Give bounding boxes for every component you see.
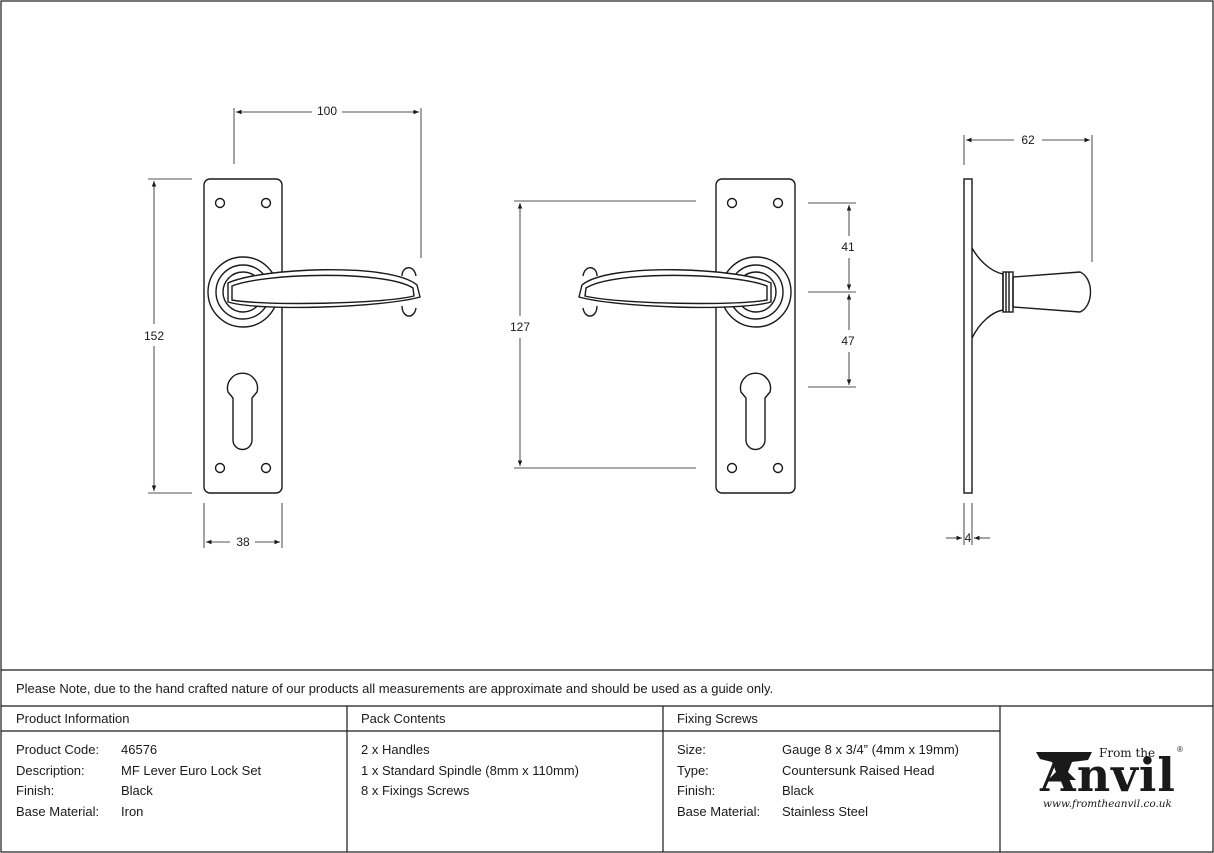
product-code-value: 46576 <box>121 742 158 757</box>
euro-cylinder-cutout-front <box>226 372 259 451</box>
screw-size-value: Gauge 8 x 3/4” (4mm x 19mm) <box>782 742 959 757</box>
screw-type-value: Countersunk Raised Head <box>782 763 935 778</box>
backplate-front <box>203 178 283 494</box>
screw-finish-label: Finish: <box>677 783 716 798</box>
product-code-label: Product Code: <box>16 742 100 757</box>
anvil-logo-icon <box>1036 752 1092 780</box>
dimension-spindle-to-cylinder: 47 <box>841 334 855 348</box>
dimension-lever-projection: 100 <box>317 104 337 118</box>
base-material-value: Iron <box>121 804 144 819</box>
pack-item: 1 x Standard Spindle (8mm x 110mm) <box>361 763 579 778</box>
description-label: Description: <box>16 763 85 778</box>
dimension-fixing-centres: 127 <box>510 320 530 334</box>
backplate-rear <box>715 178 796 494</box>
front-view <box>148 108 422 548</box>
screw-type-label: Type: <box>677 763 709 778</box>
logo-from-the: From the <box>1099 746 1156 760</box>
lever-front <box>227 269 421 309</box>
lever-tip-front <box>401 267 417 317</box>
screw-size-label: Size: <box>677 742 706 757</box>
dimension-plate-thickness: 4 <box>965 531 972 545</box>
screw-material-value: Stainless Steel <box>782 804 868 819</box>
backplate-side <box>963 178 973 494</box>
pack-contents-title: Pack Contents <box>361 711 446 726</box>
measurement-note: Please Note, due to the hand crafted nat… <box>16 681 774 696</box>
screw-material-label: Base Material: <box>677 804 761 819</box>
product-info-title: Product Information <box>16 711 130 726</box>
lever-rear <box>578 269 772 309</box>
dimension-top-to-spindle: 41 <box>841 240 855 254</box>
dimension-depth: 62 <box>1021 133 1035 147</box>
description-value: MF Lever Euro Lock Set <box>121 763 262 778</box>
lever-tip-rear <box>582 267 598 317</box>
screw-finish-value: Black <box>782 783 814 798</box>
fixing-screws-title: Fixing Screws <box>677 711 758 726</box>
rear-view <box>514 178 856 494</box>
lever-side <box>1012 271 1092 313</box>
side-view <box>946 135 1093 545</box>
pack-item: 2 x Handles <box>361 742 430 757</box>
base-material-label: Base Material: <box>16 804 100 819</box>
dimension-backplate-width: 38 <box>236 535 250 549</box>
rose-neck-side <box>971 247 1004 339</box>
euro-cylinder-cutout-rear <box>739 372 772 451</box>
logo-url: www.fromtheanvil.co.uk <box>1043 798 1172 810</box>
pack-item: 8 x Fixings Screws <box>361 783 470 798</box>
logo-brand: Anvil <box>1040 748 1176 802</box>
logo-registered-mark: ® <box>1177 745 1183 754</box>
finish-label: Finish: <box>16 783 55 798</box>
dimension-backplate-height: 152 <box>144 329 164 343</box>
finish-value: Black <box>121 783 153 798</box>
